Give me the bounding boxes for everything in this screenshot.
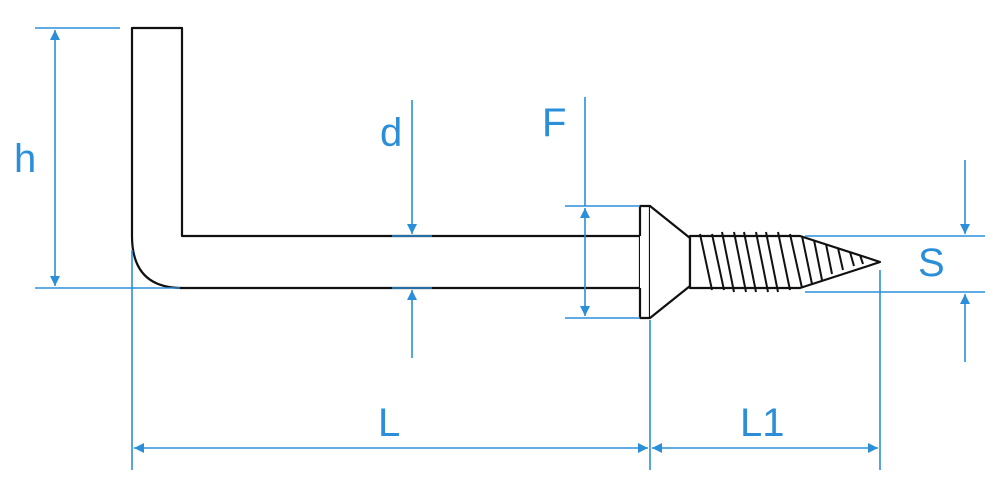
screw-hook-outline <box>130 26 882 320</box>
dimension-lines <box>35 27 985 470</box>
countersunk-cone <box>649 205 692 319</box>
label-d: d <box>380 111 402 155</box>
thread-lines <box>699 231 864 293</box>
label-L1: L1 <box>740 401 785 445</box>
label-S: S <box>918 241 945 285</box>
label-h: h <box>14 137 36 181</box>
countersunk-head <box>638 204 652 320</box>
bent-shank <box>130 26 642 290</box>
label-F: F <box>542 101 566 145</box>
label-L: L <box>378 401 400 445</box>
